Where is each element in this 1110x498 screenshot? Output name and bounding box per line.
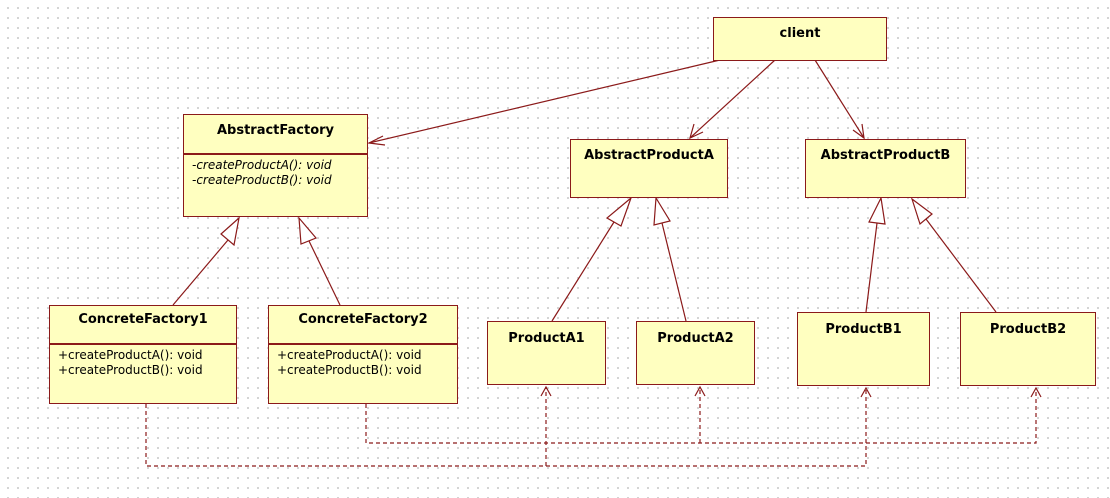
operation-compartment-divider: [184, 154, 367, 155]
class-name: AbstractProductB: [820, 148, 951, 163]
class-name: ProductB1: [825, 322, 902, 337]
class-name: AbstractFactory: [216, 123, 335, 138]
generalization-producta2: [653, 196, 687, 322]
generalization-productb2: [910, 197, 997, 313]
operation: +createProductB(): void: [277, 363, 422, 377]
class-name: ConcreteFactory2: [298, 312, 428, 327]
generalization-productb1: [865, 196, 886, 313]
generalization-concretefactory1: [172, 216, 240, 306]
dependency-cf1-producta1-productb1: [145, 387, 867, 467]
class-name: ProductB2: [989, 322, 1067, 337]
class-concrete-factory-1[interactable]: ConcreteFactory1 +createProductA(): void…: [49, 305, 237, 404]
class-name: ConcreteFactory1: [78, 312, 208, 327]
operation-list: +createProductA(): void +createProductB(…: [269, 345, 457, 378]
generalization-concretefactory2: [298, 216, 341, 306]
operation: -createProductB(): void: [192, 173, 332, 187]
operation: +createProductA(): void: [58, 348, 203, 362]
association-client-abstractfactory: [366, 59, 721, 146]
class-abstract-product-a[interactable]: AbstractProductA: [570, 139, 728, 198]
operation: -createProductA(): void: [192, 158, 332, 172]
operation: +createProductB(): void: [58, 363, 203, 377]
class-name: AbstractProductA: [584, 148, 714, 163]
generalization-producta1: [551, 196, 633, 322]
attribute-compartment-divider: [184, 153, 367, 154]
dependency-arrowheads: [540, 385, 1042, 398]
operation-list: -createProductA(): void -createProductB(…: [184, 155, 367, 188]
operation-compartment-divider: [50, 344, 236, 345]
class-name: client: [779, 26, 821, 41]
association-client-abstractproductb: [814, 59, 865, 140]
class-name: ProductA1: [508, 331, 585, 346]
class-product-b2[interactable]: ProductB2: [960, 312, 1096, 386]
class-product-b1[interactable]: ProductB1: [797, 312, 930, 386]
operation: +createProductA(): void: [277, 348, 422, 362]
operation-list: +createProductA(): void +createProductB(…: [50, 345, 236, 378]
association-client-abstractproducta: [689, 59, 776, 140]
class-client[interactable]: client: [713, 17, 887, 61]
class-abstract-product-b[interactable]: AbstractProductB: [805, 139, 966, 198]
attribute-compartment-divider: [50, 343, 236, 344]
operation-compartment-divider: [269, 344, 457, 345]
attribute-compartment-divider: [269, 343, 457, 344]
class-name: ProductA2: [657, 331, 734, 346]
class-product-a2[interactable]: ProductA2: [636, 321, 755, 385]
class-product-a1[interactable]: ProductA1: [487, 321, 606, 385]
dependency-cf2-producta2-productb2: [365, 387, 1037, 444]
class-concrete-factory-2[interactable]: ConcreteFactory2 +createProductA(): void…: [268, 305, 458, 404]
class-abstract-factory[interactable]: AbstractFactory -createProductA(): void …: [183, 114, 368, 217]
